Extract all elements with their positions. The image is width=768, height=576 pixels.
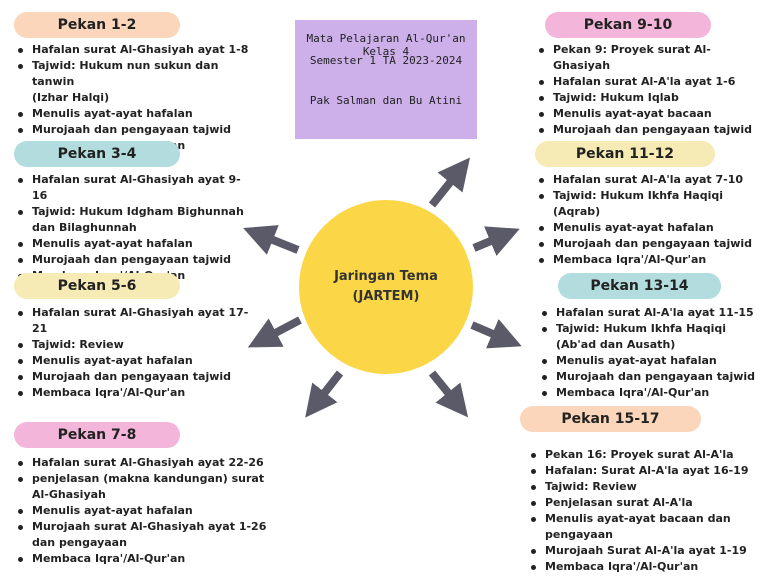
list-item: Murojaah dan pengayaan tajwid [14, 369, 254, 385]
list-item: Hafalan surat Al-A'la ayat 11-15 [538, 305, 763, 321]
list-item: Murojaah dan pengayaan tajwid [535, 236, 763, 252]
list-item: Membaca Iqra'/Al-Qur'an [527, 559, 765, 575]
list-item: Tajwid: Review [527, 479, 765, 495]
list-item: Tajwid: Hukum Iqlab [535, 90, 763, 106]
list-item: Hafalan surat Al-Ghasiyah ayat 17- [14, 305, 254, 321]
list-item: Tajwid: Hukum nun sukun dan tanwin [14, 58, 254, 90]
list-item: Membaca Iqra'/Al-Qur'an [14, 551, 274, 567]
list-item: Murojaah Surat Al-A'la ayat 1-19 [527, 543, 765, 559]
week-label-11-12: Pekan 11-12 [535, 141, 715, 167]
arrow-left-up [243, 225, 300, 255]
teachers-label: Pak Salman dan Bu Atini [309, 94, 463, 107]
list-item: Hafalan surat Al-Ghasiyah ayat 1-8 [14, 42, 254, 58]
subject-title-box: Mata Pelajaran Al-Qur'an Kelas 4 Semeste… [295, 20, 477, 139]
week-list-11-12: Hafalan surat Al-A'la ayat 7-10 Tajwid: … [535, 172, 763, 268]
list-item: penjelasan (makna kandungan) surat [14, 471, 274, 487]
list-item: Murojaah dan pengayaan tajwid [535, 122, 763, 138]
list-item: (Ab'ad dan Ausath) [556, 338, 676, 351]
list-item: Menulis ayat-ayat hafalan [14, 503, 274, 519]
list-item: Pekan 9: Proyek surat Al-Ghasiyah [535, 42, 763, 74]
list-item: Tajwid: Hukum Ikhfa Haqiqi [538, 321, 763, 337]
week-list-15-17: Pekan 16: Proyek surat Al-A'la Hafalan: … [527, 447, 765, 575]
list-item: Murojaah dan pengayaan tajwid [538, 369, 763, 385]
center-title: Jaringan Tema [334, 269, 438, 284]
center-subtitle: (JARTEM) [352, 289, 420, 304]
week-label-1-2: Pekan 1-2 [14, 12, 180, 38]
list-item: Membaca Iqra'/Al-Qur'an [538, 385, 763, 401]
list-item: dan Bilaghunnah [32, 221, 137, 234]
week-list-1-2: Hafalan surat Al-Ghasiyah ayat 1-8 Tajwi… [14, 42, 254, 154]
list-item: dan pengayaan [32, 536, 127, 549]
list-item: Membaca Iqra'/Al-Qur'an [14, 385, 254, 401]
list-item: Membaca Iqra'/Al-Qur'an [535, 252, 763, 268]
week-label-7-8: Pekan 7-8 [14, 422, 180, 448]
list-item: Hafalan surat Al-A'la ayat 7-10 [535, 172, 763, 188]
subject-title: Mata Pelajaran Al-Qur'an Kelas 4 [306, 32, 466, 58]
week-list-7-8: Hafalan surat Al-Ghasiyah ayat 22-26 pen… [14, 455, 274, 567]
week-list-3-4: Hafalan surat Al-Ghasiyah ayat 9-16 Tajw… [14, 172, 254, 284]
list-item: Hafalan surat Al-A'la ayat 1-6 [535, 74, 763, 90]
arrow-right-up [472, 226, 520, 256]
list-item: Menulis ayat-ayat bacaan dan pengayaan [527, 511, 765, 543]
arrow-down-left [305, 370, 344, 418]
list-item: Al-Ghasiyah [32, 488, 106, 501]
week-list-13-14: Hafalan surat Al-A'la ayat 11-15 Tajwid:… [538, 305, 763, 401]
week-list-9-10: Pekan 9: Proyek surat Al-Ghasiyah Hafala… [535, 42, 763, 154]
week-label-3-4: Pekan 3-4 [14, 141, 180, 167]
list-item: Menulis ayat-ayat hafalan [535, 220, 763, 236]
list-item: Menulis ayat-ayat hafalan [14, 106, 254, 122]
list-item: Hafalan surat Al-Ghasiyah ayat 22-26 [14, 455, 274, 471]
week-label-9-10: Pekan 9-10 [545, 12, 711, 38]
list-item: (Aqrab) [553, 205, 601, 218]
arrow-right-down [470, 318, 522, 349]
list-item: 21 [32, 322, 48, 335]
arrow-down-right [428, 370, 469, 418]
list-item: Hafalan: Surat Al-A'la ayat 16-19 [527, 463, 765, 479]
center-theme-circle: Jaringan Tema (JARTEM) [299, 200, 473, 374]
week-list-5-6: Hafalan surat Al-Ghasiyah ayat 17- 21 Ta… [14, 305, 254, 401]
list-item: Menulis ayat-ayat hafalan [14, 236, 254, 252]
semester-label: Semester 1 TA 2023-2024 [309, 54, 463, 67]
list-item: Hafalan surat Al-Ghasiyah ayat 9-16 [14, 172, 254, 204]
list-item: Murojaah surat Al-Ghasiyah ayat 1-26 [14, 519, 274, 535]
week-label-13-14: Pekan 13-14 [558, 273, 721, 299]
list-item: Tajwid: Hukum Idgham Bighunnah [14, 204, 254, 220]
list-item: Menulis ayat-ayat hafalan [538, 353, 763, 369]
list-item: Menulis ayat-ayat hafalan [14, 353, 254, 369]
list-item: Tajwid: Review [14, 337, 254, 353]
list-item: Penjelasan surat Al-A'la [527, 495, 765, 511]
week-label-15-17: Pekan 15-17 [520, 406, 701, 432]
list-item: (Izhar Halqi) [32, 91, 110, 104]
arrow-left-down [247, 316, 302, 348]
arrow-up-right [428, 157, 470, 208]
week-label-5-6: Pekan 5-6 [14, 273, 180, 299]
list-item: Murojaah dan pengayaan tajwid [14, 122, 254, 138]
list-item: Murojaah dan pengayaan tajwid [14, 252, 254, 268]
list-item: Menulis ayat-ayat bacaan [535, 106, 763, 122]
list-item: Pekan 16: Proyek surat Al-A'la [527, 447, 765, 463]
list-item: Tajwid: Hukum Ikhfa Haqiqi [535, 188, 763, 204]
